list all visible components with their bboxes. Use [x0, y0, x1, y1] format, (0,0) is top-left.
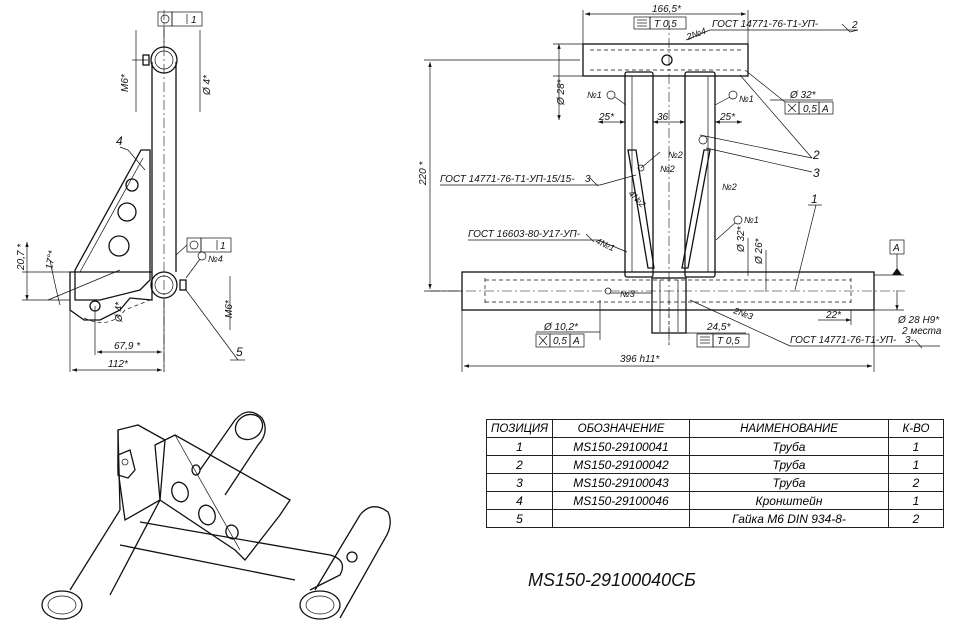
cell-quantity: 2 — [888, 509, 944, 528]
dim-166-5: 166,5* — [652, 4, 682, 15]
header-designation: ОБОЗНАЧЕНИЕ — [552, 419, 690, 438]
gost-15-count: 3 — [585, 174, 591, 185]
gost-16603-label: ГОСТ 16603-80-У17-УП- — [468, 229, 581, 240]
dim-25-right: 25* — [719, 112, 736, 123]
weld-n1-mid: №1 — [744, 215, 759, 225]
gost-top-count: 2 — [851, 20, 858, 31]
phi10-2-label: Ø 10,2* — [543, 322, 579, 333]
cell-designation: MS150-29100043 — [552, 473, 690, 492]
datum-a: A — [892, 243, 900, 254]
position-2: 2 — [812, 148, 820, 162]
weld-n1-right: №1 — [739, 94, 754, 104]
dim-25-left: 25* — [598, 112, 615, 123]
tol-datum-a: A — [821, 104, 829, 115]
position-5: 5 — [236, 345, 243, 359]
cell-position: 2 — [486, 455, 553, 474]
weld-n2-c: №2 — [722, 182, 737, 192]
cell-name: Кронштейн — [689, 491, 889, 510]
dim-220: 220 * — [418, 161, 429, 186]
cell-position: 4 — [486, 491, 553, 510]
weld-n3-left: №3 — [620, 289, 635, 299]
dim-67-9: 67,9 * — [114, 341, 141, 352]
flat-tol-value: 1 — [191, 15, 197, 26]
cell-position: 1 — [486, 437, 553, 456]
dim-22: 22* — [825, 310, 842, 321]
cell-designation: MS150-29100041 — [552, 437, 690, 456]
table-row: 3 MS150-29100043 Труба 2 — [486, 473, 944, 492]
specification-table: ПОЗИЦИЯ ОБОЗНАЧЕНИЕ НАИМЕНОВАНИЕ К-ВО 1 … — [486, 419, 944, 528]
header-quantity: К-ВО — [888, 419, 944, 438]
cell-quantity: 1 — [888, 437, 944, 456]
phi4-top-label: Ø 4* — [202, 74, 213, 96]
table-row: 5 Гайка М6 DIN 934-8- 2 — [486, 509, 944, 528]
position-3: 3 — [813, 166, 820, 180]
dim-20-7: 20,7 * — [16, 243, 27, 271]
weld-2n3: 2№3 — [731, 305, 754, 321]
table-row: 1 MS150-29100041 Труба 1 — [486, 437, 944, 456]
front-view — [424, 10, 940, 372]
dim-112: 112* — [108, 359, 129, 370]
dim-36: 36 — [657, 112, 669, 123]
position-1: 1 — [811, 192, 818, 206]
m6-bottom-label: M6* — [224, 299, 235, 318]
phi26-label: Ø 26* — [754, 237, 765, 265]
tol-t05-bottom: T 0,5 — [717, 336, 740, 347]
phi28-h9: Ø 28 H9* — [897, 315, 940, 326]
tol-05: 0,5 — [803, 104, 817, 115]
weld-n1-left: №1 — [587, 90, 602, 100]
places-label: 2 места — [901, 326, 942, 337]
weld-4n1: 4№1 — [594, 236, 616, 253]
flat-tol2-value: 1 — [220, 241, 226, 252]
m6-top-label: M6* — [120, 73, 131, 92]
table-row: 2 MS150-29100042 Труба 1 — [486, 455, 944, 474]
cell-designation — [552, 509, 690, 528]
gost-top-label: ГОСТ 14771-76-Т1-УП- — [712, 19, 819, 30]
tol2-05: 0,5 — [553, 336, 567, 347]
side-view — [22, 10, 245, 372]
table-row: 4 MS150-29100046 Кронштейн 1 — [486, 491, 944, 510]
header-position: ПОЗИЦИЯ — [486, 419, 553, 438]
phi32-mid-label: Ø 32* — [736, 225, 747, 253]
cell-name: Труба — [689, 455, 889, 474]
tol-t05-top: T 0,5 — [654, 19, 677, 30]
cell-designation: MS150-29100046 — [552, 491, 690, 510]
isometric-view — [41, 411, 391, 620]
gost-bottom-count: 3- — [905, 335, 915, 346]
dim-396: 396 h11* — [620, 354, 660, 365]
weld-n2-a: №2 — [668, 150, 683, 160]
weld-n4-left: №4 — [208, 254, 223, 264]
tol2-datum-a: A — [572, 336, 580, 347]
drawing-number: MS150-29100040СБ — [528, 570, 696, 590]
cell-name: Гайка М6 DIN 934-8- — [689, 509, 889, 528]
dim-24-5: 24,5* — [706, 322, 731, 333]
cell-name: Труба — [689, 473, 889, 492]
angle-17: 17°* — [44, 249, 58, 271]
cell-designation: MS150-29100042 — [552, 455, 690, 474]
position-4: 4 — [116, 134, 123, 148]
cell-quantity: 1 — [888, 455, 944, 474]
phi4-bottom-label: Ø 4* — [114, 301, 125, 323]
phi28-label: Ø 28* — [556, 78, 567, 106]
cell-quantity: 1 — [888, 491, 944, 510]
cell-position: 5 — [486, 509, 553, 528]
cell-quantity: 2 — [888, 473, 944, 492]
weld-n2-b: №2 — [660, 164, 675, 174]
cell-position: 3 — [486, 473, 553, 492]
gost-15-label: ГОСТ 14771-76-Т1-УП-15/15- — [440, 174, 575, 185]
gost-bottom-label: ГОСТ 14771-76-Т1-УП- — [790, 335, 897, 346]
cell-name: Труба — [689, 437, 889, 456]
spec-header-row: ПОЗИЦИЯ ОБОЗНАЧЕНИЕ НАИМЕНОВАНИЕ К-ВО — [486, 419, 944, 438]
weld-2n4: 2№4 — [684, 26, 707, 42]
phi32-top-label: Ø 32* — [789, 90, 817, 101]
header-name: НАИМЕНОВАНИЕ — [689, 419, 889, 438]
